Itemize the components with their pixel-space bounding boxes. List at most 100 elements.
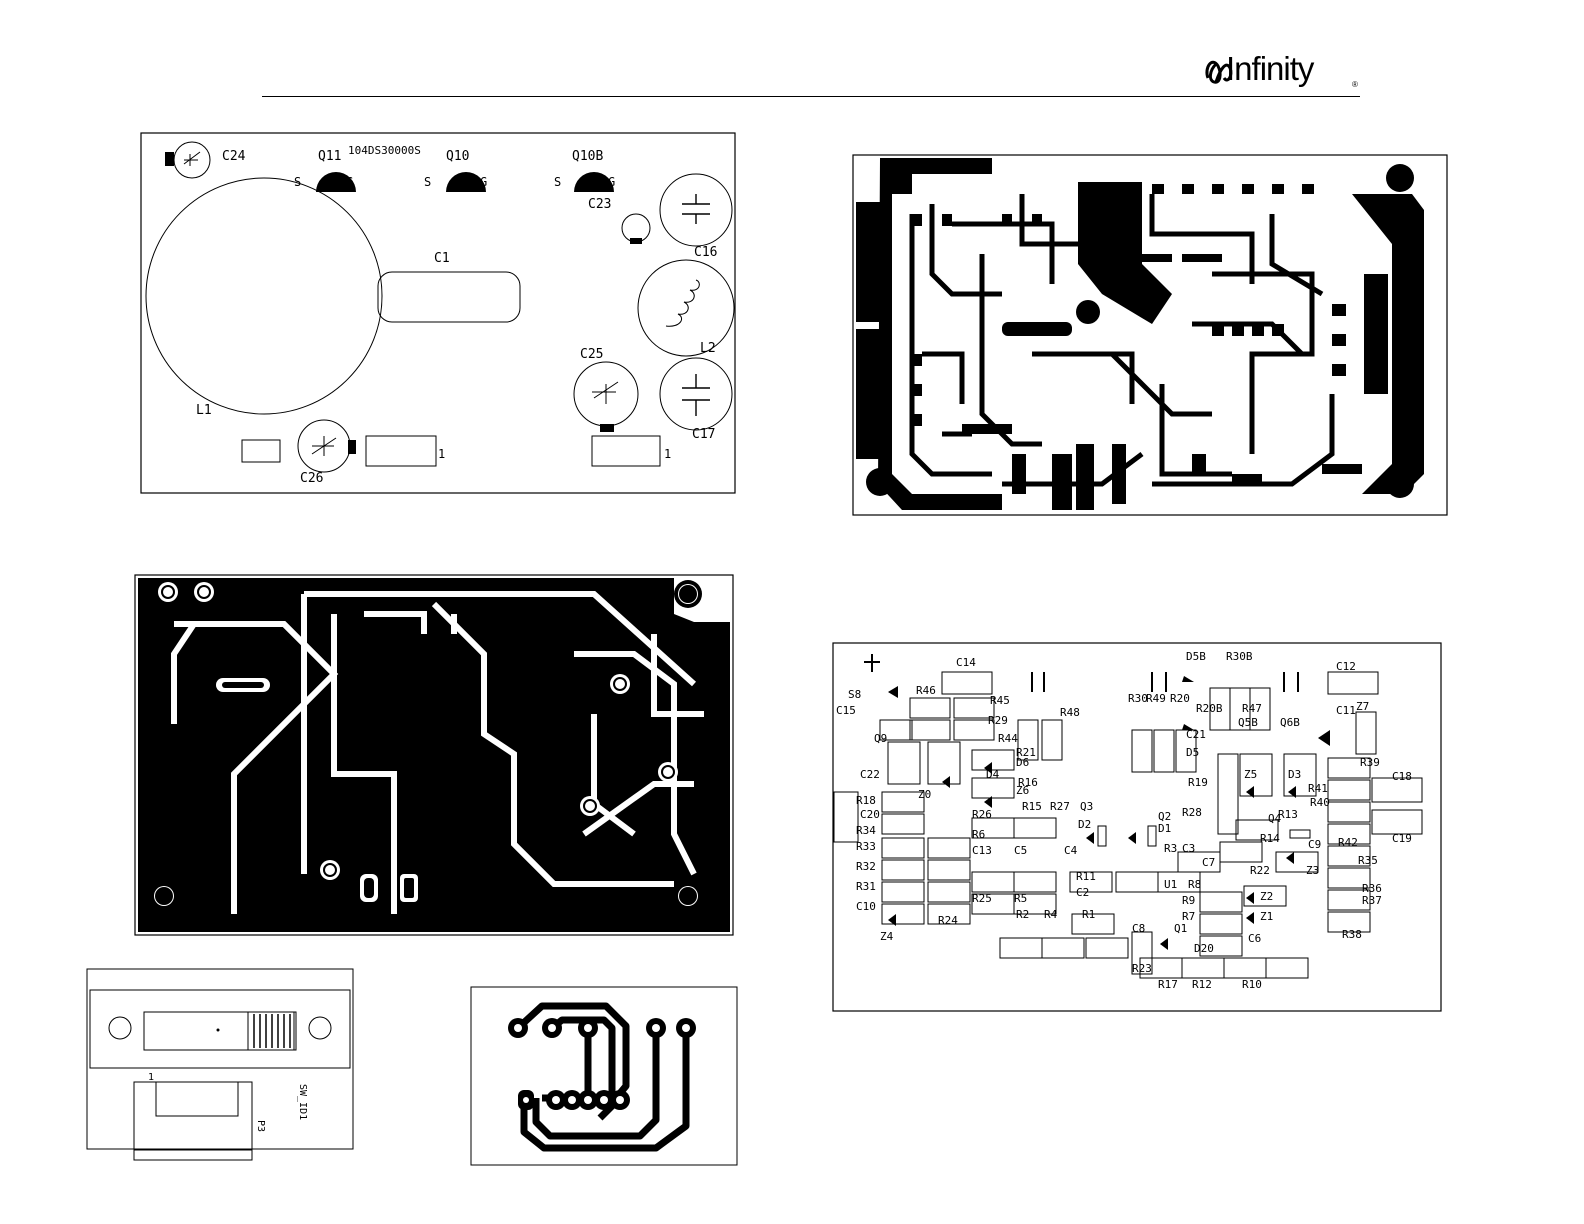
ctrl-label-r37: R37 xyxy=(1362,894,1382,907)
ctrl-label-z7: Z7 xyxy=(1356,700,1369,713)
ctrl-label-d4: D4 xyxy=(986,768,1000,781)
ctrl-label-c20: C20 xyxy=(860,808,880,821)
ctrl-label-r27: R27 xyxy=(1050,800,1070,813)
ctrl-label-q3: Q3 xyxy=(1080,800,1093,813)
ctrl-label-c15: C15 xyxy=(836,704,856,717)
ctrl-label-c18: C18 xyxy=(1392,770,1412,783)
brand-registered-mark: ® xyxy=(1352,80,1358,89)
ctrl-label-r46: R46 xyxy=(916,684,936,697)
label-c23: C23 xyxy=(588,197,611,212)
ctrl-label-c6: C6 xyxy=(1248,932,1261,945)
ctrl-label-r28: R28 xyxy=(1182,806,1202,819)
ctrl-label-r30: R30 xyxy=(1128,692,1148,705)
amp-silkscreen-board: C24 Q11 104DS30000S Q10 Q10B C23 C16 C1 … xyxy=(140,132,736,494)
ctrl-label-r44: R44 xyxy=(998,732,1018,745)
ctrl-label-r20: R20 xyxy=(1170,692,1190,705)
ctrl-label-r7: R7 xyxy=(1182,910,1195,923)
ctrl-label-c5: C5 xyxy=(1014,844,1027,857)
ctrl-label-r14: R14 xyxy=(1260,832,1280,845)
label-q10: Q10 xyxy=(446,149,469,164)
ctrl-label-r22: R22 xyxy=(1250,864,1270,877)
ctrl-label-c22: C22 xyxy=(860,768,880,781)
small-copper-board xyxy=(470,986,738,1168)
control-copper-board xyxy=(852,154,1448,516)
ctrl-label-z2: Z2 xyxy=(1260,890,1273,903)
ctrl-label-c13: C13 xyxy=(972,844,992,857)
ctrl-label-r26: R26 xyxy=(972,808,992,821)
infinity-wave-logo-icon xyxy=(1205,60,1233,84)
ctrl-label-r48: R48 xyxy=(1060,706,1080,719)
ctrl-label-z5: Z5 xyxy=(1244,768,1257,781)
ctrl-label-c12: C12 xyxy=(1336,660,1356,673)
ctrl-label-q6b: Q6B xyxy=(1280,716,1300,729)
ctrl-label-r31: R31 xyxy=(856,880,876,893)
ctrl-label-d2: D2 xyxy=(1078,818,1091,831)
ctrl-label-s8: S8 xyxy=(848,688,861,701)
pin-1-a: 1 xyxy=(438,447,445,461)
ctrl-label-c7: C7 xyxy=(1202,856,1215,869)
ctrl-label-u1: U1 xyxy=(1164,878,1177,891)
pin-g-1: G xyxy=(346,175,353,189)
ctrl-label-r34: R34 xyxy=(856,824,876,837)
ctrl-label-r13: R13 xyxy=(1278,808,1298,821)
ctrl-label-r16: R16 xyxy=(1018,776,1038,789)
ctrl-label-d20: D20 xyxy=(1194,942,1214,955)
ctrl-label-z4: Z4 xyxy=(880,930,894,943)
ctrl-label-r21: R21 xyxy=(1016,746,1036,759)
ctrl-label-q2: Q2 xyxy=(1158,810,1171,823)
ctrl-label-d5: D5 xyxy=(1186,746,1199,759)
ctrl-label-r5: R5 xyxy=(1014,892,1027,905)
label-l2: L2 xyxy=(700,341,716,356)
ctrl-label-r10: R10 xyxy=(1242,978,1262,991)
ctrl-label-r32: R32 xyxy=(856,860,876,873)
pin-s-1: S xyxy=(294,175,301,189)
ctrl-label-c10: C10 xyxy=(856,900,876,913)
label-c1: C1 xyxy=(434,251,450,266)
ctrl-label-q4: Q4 xyxy=(1268,812,1282,825)
ctrl-label-r47: R47 xyxy=(1242,702,1262,715)
ctrl-label-r15: R15 xyxy=(1022,800,1042,813)
ctrl-label-r25: R25 xyxy=(972,892,992,905)
ctrl-label-r23: R23 xyxy=(1132,962,1152,975)
ctrl-label-d5b: D5B xyxy=(1186,650,1206,663)
ctrl-label-r1: R1 xyxy=(1082,908,1095,921)
ctrl-label-c9: C9 xyxy=(1308,838,1321,851)
ctrl-label-c2: C2 xyxy=(1076,886,1089,899)
ctrl-label-r3: R3 xyxy=(1164,842,1177,855)
ctrl-label-r9: R9 xyxy=(1182,894,1195,907)
label-c17: C17 xyxy=(692,427,715,442)
ctrl-label-r29: R29 xyxy=(988,714,1008,727)
ctrl-label-r12: R12 xyxy=(1192,978,1212,991)
ctrl-label-q1: Q1 xyxy=(1174,922,1187,935)
pin-g-3: G xyxy=(608,175,615,189)
label-c25: C25 xyxy=(580,347,603,362)
ctrl-label-r4: R4 xyxy=(1044,908,1058,921)
ctrl-label-z1: Z1 xyxy=(1260,910,1273,923)
ctrl-label-q5b: Q5B xyxy=(1238,716,1258,729)
ctrl-label-z3: Z3 xyxy=(1306,864,1319,877)
ctrl-label-r18: R18 xyxy=(856,794,876,807)
ctrl-label-r19: R19 xyxy=(1188,776,1208,789)
ctrl-label-c8: C8 xyxy=(1132,922,1145,935)
ctrl-label-c19: C19 xyxy=(1392,832,1412,845)
ctrl-label-r17: R17 xyxy=(1158,978,1178,991)
label-q11: Q11 xyxy=(318,149,341,164)
ctrl-label-r38: R38 xyxy=(1342,928,1362,941)
ctrl-label-d3: D3 xyxy=(1288,768,1301,781)
ctrl-label-c14: C14 xyxy=(956,656,976,669)
ctrl-label-c3: C3 xyxy=(1182,842,1195,855)
ctrl-label-d1: D1 xyxy=(1158,822,1171,835)
switch-pin-1: 1 xyxy=(148,1072,154,1083)
ctrl-label-q9: Q9 xyxy=(874,732,887,745)
ctrl-label-r49: R49 xyxy=(1146,692,1166,705)
pin-g-2: G xyxy=(480,175,487,189)
ctrl-label-r41: R41 xyxy=(1308,782,1328,795)
ctrl-label-r45: R45 xyxy=(990,694,1010,707)
amp-copper-board xyxy=(134,574,734,936)
switch-board: 1 SW_ID1 P3 xyxy=(86,968,358,1164)
ctrl-label-r36: R36 xyxy=(1362,882,1382,895)
label-q10b: Q10B xyxy=(572,149,603,164)
pin-s-2: S xyxy=(424,175,431,189)
ctrl-label-c21: C21 xyxy=(1186,728,1206,741)
